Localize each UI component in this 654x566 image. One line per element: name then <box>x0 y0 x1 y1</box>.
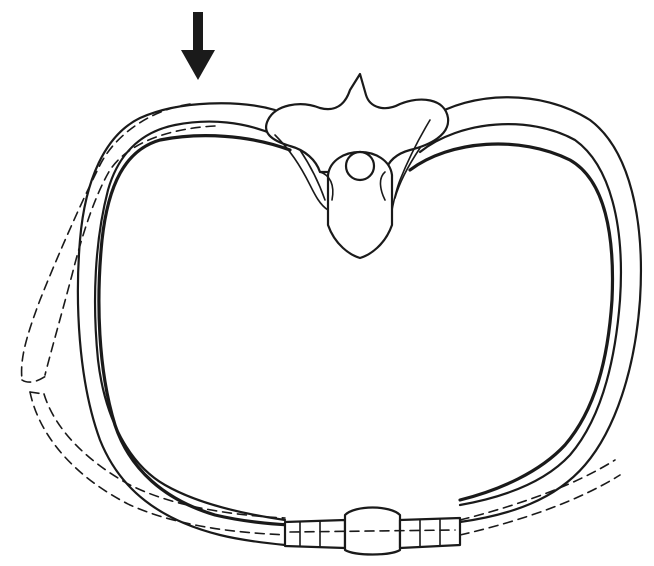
down-arrow-icon <box>181 12 215 80</box>
vertebra <box>266 74 448 258</box>
sternum <box>285 508 460 555</box>
